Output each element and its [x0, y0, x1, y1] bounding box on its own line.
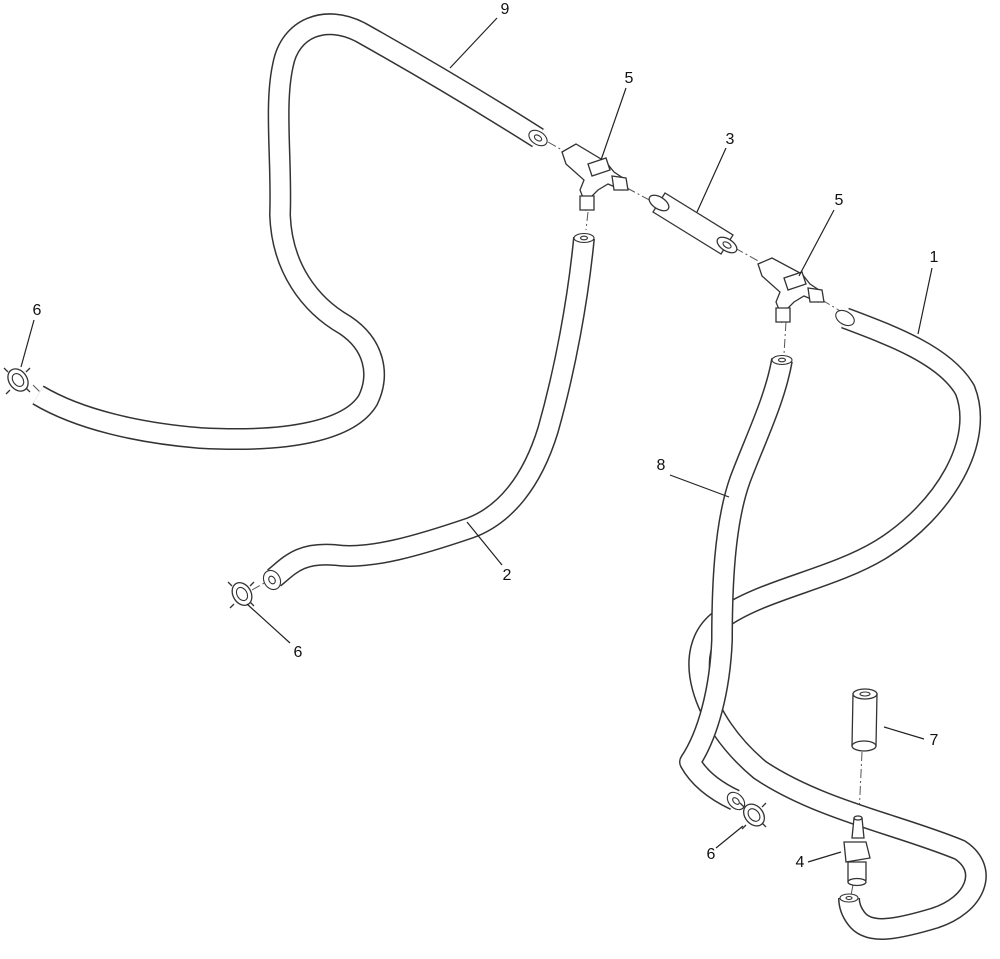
callout-6-left: 6	[33, 302, 42, 319]
barbed-fitting-4	[843, 815, 871, 887]
callout-1: 1	[930, 249, 939, 266]
hose-9	[32, 13, 548, 451]
hose-8	[679, 354, 793, 811]
coupler-3	[648, 192, 738, 255]
callout-6-middle: 6	[294, 644, 303, 661]
callout-2: 2	[503, 567, 512, 584]
hose-clamp-6-middle	[227, 581, 255, 609]
sleeve-7	[851, 688, 878, 752]
tee-fitting-5-right	[757, 257, 825, 324]
hose-2	[262, 232, 595, 591]
callout-3: 3	[726, 131, 735, 148]
hose-clamp-6-bottom	[739, 802, 767, 830]
callout-9: 9	[501, 1, 510, 18]
callout-labels: 9 5 3 5 1 6 8 2 6 7 6 4	[33, 1, 939, 871]
callout-6-bottom: 6	[707, 846, 716, 863]
callout-4: 4	[796, 854, 805, 871]
callout-8: 8	[657, 457, 666, 474]
callout-7: 7	[930, 732, 939, 749]
tee-fitting-5-left	[561, 143, 629, 212]
hose-clamp-6-left	[3, 367, 31, 395]
hose-1	[688, 307, 987, 940]
callout-5-left: 5	[625, 70, 634, 87]
leader-lines	[20, 17, 933, 863]
callout-5-right: 5	[835, 192, 844, 209]
